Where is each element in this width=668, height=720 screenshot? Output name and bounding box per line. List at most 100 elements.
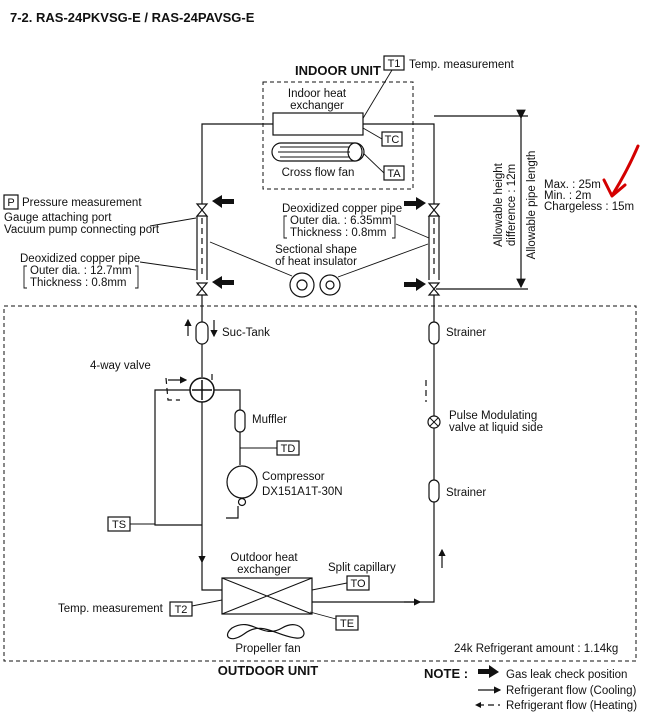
pressure-measurement-label: Pressure measurement (22, 197, 142, 209)
gas-pipe-leader (139, 261, 197, 271)
indoor-hx-label-1: Indoor heat (288, 88, 347, 100)
liquid-pipe-outer-dia: Outer dia. : 6.35mm (290, 215, 392, 227)
tc-leader-line (362, 127, 383, 140)
t2-leader (191, 599, 223, 607)
outdoor-hx-label-1: Outdoor heat (230, 552, 298, 564)
outdoor-hx-label-2: exchanger (237, 564, 291, 576)
red-annotation-line (611, 144, 640, 196)
outdoor-heat-exchanger (221, 577, 313, 615)
height-diff-label-2: difference : 12m (506, 164, 518, 246)
valve-to-ts-pipe (154, 389, 202, 526)
pipe-max-label: Max. : 25m (544, 179, 601, 191)
liquid-pipe-leader (395, 223, 430, 239)
compressor-suction-pipe (226, 506, 239, 519)
liquid-pipe-bracket (392, 215, 396, 239)
ta-tag-label: TA (387, 168, 401, 180)
liquid-side-connection (427, 203, 441, 296)
ts-tag-label: TS (112, 519, 126, 531)
te-leader (309, 611, 337, 620)
gas-leak-arrow-icon (404, 197, 426, 210)
note-heating: Refrigerant flow (Heating) (506, 700, 637, 712)
four-way-valve-label: 4-way valve (90, 360, 151, 372)
liquid-pipe (312, 502, 435, 603)
gas-leak-arrow-icon (212, 195, 234, 208)
note-cooling: Refrigerant flow (Cooling) (506, 685, 637, 697)
four-way-valve-icon (189, 377, 215, 403)
indoor-temp-measurement-label: Temp. measurement (409, 59, 515, 71)
propeller-fan-label: Propeller fan (235, 643, 300, 655)
split-capillary-label: Split capillary (328, 562, 396, 574)
heating-flow-dashed (165, 377, 180, 401)
height-diff-label-1: Allowable height (493, 162, 505, 247)
gas-pipe-title: Deoxidized copper pipe (20, 253, 140, 265)
strainer-icon (428, 479, 440, 503)
insulator-label-2: of heat insulator (275, 256, 357, 268)
liquid-pipe-thickness: Thickness : 0.8mm (290, 227, 387, 239)
cross-flow-fan-label: Cross flow fan (282, 167, 355, 179)
liquid-pipe-title: Deoxidized copper pipe (282, 203, 402, 215)
indoor-unit-boundary (262, 81, 414, 190)
pipe-chargeless-label: Chargeless : 15m (544, 201, 634, 213)
liquid-pipe-bracket (283, 215, 287, 239)
outdoor-unit-label: OUTDOOR UNIT (218, 663, 318, 678)
heating-flow-legend-arrow-icon (475, 702, 481, 708)
gas-pipe-bracket (135, 265, 139, 289)
pipe-min-label: Min. : 2m (544, 190, 591, 202)
strainer-bottom-label: Strainer (446, 487, 486, 499)
page-title: 7-2. RAS-24PKVSG-E / RAS-24PAVSG-E (10, 10, 255, 25)
vacuum-port-label: Vacuum pump connecting port (4, 224, 160, 236)
indoor-liquid-pipe (363, 123, 435, 205)
compressor-model-label: DX151A1T-30N (262, 486, 343, 498)
refrigerant-amount-label: 24k Refrigerant amount : 1.14kg (454, 643, 618, 655)
propeller-fan-icon (227, 623, 305, 640)
to-leader (311, 582, 348, 591)
t2-tag (169, 601, 193, 617)
muffler-icon (234, 409, 246, 433)
note-label: NOTE : (424, 666, 468, 681)
outdoor-unit-boundary (3, 305, 637, 662)
red-annotation-arrowhead-icon (602, 178, 627, 198)
gauge-port-label: Gauge attaching port (4, 212, 112, 224)
te-tag (335, 615, 359, 631)
indoor-gas-pipe (201, 123, 273, 205)
t1-tag (383, 55, 405, 71)
muffler-label: Muffler (252, 414, 287, 426)
to-tag-label: TO (350, 578, 366, 590)
gas-side-connection (195, 203, 209, 296)
pmv-label-1: Pulse Modulating (449, 410, 537, 422)
gas-leak-arrow-icon (212, 276, 234, 289)
outdoor-temp-measurement-label: Temp. measurement (58, 603, 164, 615)
gas-pipe-thickness: Thickness : 0.8mm (30, 277, 127, 289)
hx-inlet-pipe (201, 580, 222, 591)
indoor-unit-label: INDOOR UNIT (295, 63, 381, 78)
gas-leak-arrow-icon (478, 665, 499, 678)
gauge-leader-line (149, 217, 197, 227)
valve-to-muffler-pipe (214, 389, 241, 410)
pipe-length-label: Allowable pipe length (526, 151, 538, 260)
gas-pipe-outer-dia: Outer dia. : 12.7mm (30, 265, 132, 277)
t1-tag-label: T1 (388, 58, 401, 70)
insulator-leader (209, 241, 293, 277)
insulator-leader (337, 243, 429, 278)
cross-flow-fan-icon (271, 142, 365, 162)
p-tag (3, 194, 19, 210)
note-gas-leak: Gas leak check position (506, 669, 627, 681)
t1-leader-line (361, 69, 393, 121)
suc-tank-label: Suc-Tank (222, 327, 270, 339)
pmv-label-2: valve at liquid side (449, 422, 543, 434)
indoor-heat-exchanger (272, 112, 364, 136)
t2-tag-label: T2 (175, 604, 188, 616)
pulse-modulating-valve-icon (427, 415, 441, 429)
te-tag-label: TE (340, 618, 354, 630)
insulator-label-1: Sectional shape (275, 244, 357, 256)
compressor-label: Compressor (262, 471, 325, 483)
heat-insulator-section-icon (289, 272, 341, 298)
td-tag-label: TD (281, 443, 296, 455)
p-tag-label: P (7, 197, 14, 209)
gas-pipe-bracket (23, 265, 27, 289)
indoor-hx-label-2: exchanger (290, 100, 344, 112)
gas-leak-arrow-icon (404, 278, 426, 291)
tc-tag-label: TC (385, 134, 400, 146)
